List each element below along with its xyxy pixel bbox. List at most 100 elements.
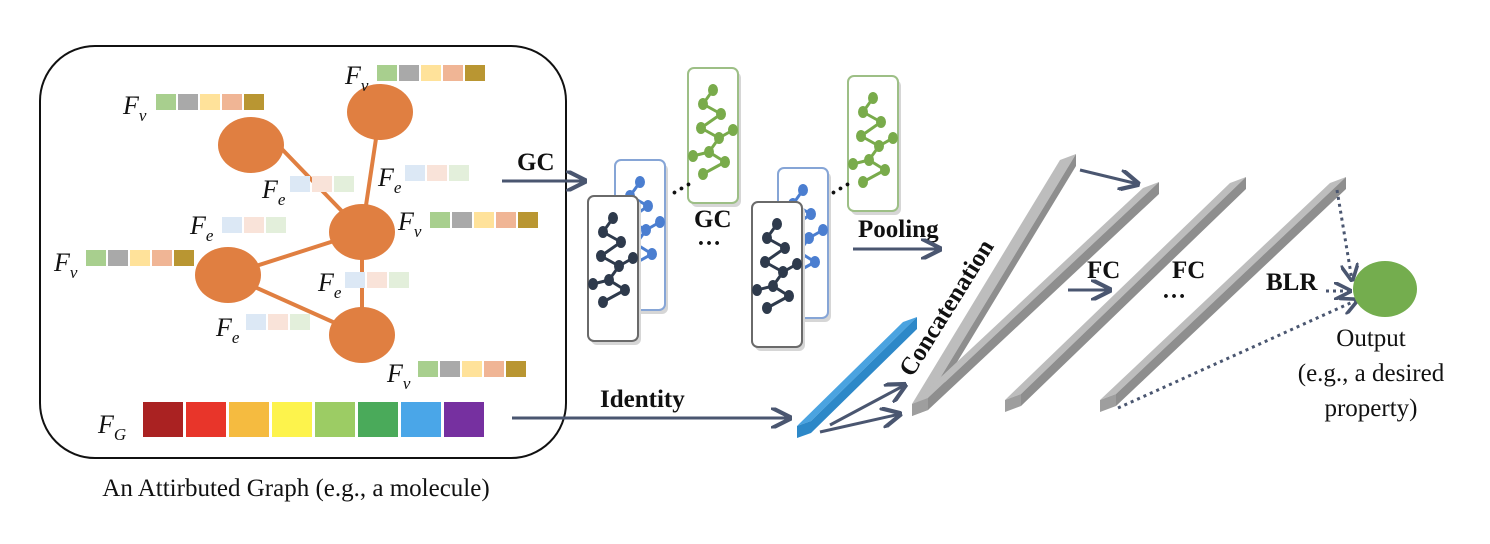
feature-cell	[465, 65, 485, 81]
graph-card	[587, 195, 641, 345]
fc-label-1: FC	[1087, 257, 1120, 284]
fc-layer-1	[1005, 177, 1246, 412]
feature-cell	[244, 217, 264, 233]
feature-cell	[312, 176, 332, 192]
feature-cell	[152, 250, 172, 266]
edge-feature-vector	[405, 165, 469, 181]
graph-feature-vector	[143, 402, 484, 437]
graph-feature-cell	[401, 402, 441, 437]
edge-feature-label: Fe	[189, 211, 214, 245]
edge-feature-label: Fe	[317, 268, 342, 302]
pooling-label: Pooling	[858, 216, 939, 243]
blr-arrow-bottom	[1117, 300, 1357, 410]
node-feature-label: Fv	[344, 61, 369, 95]
feature-cell	[443, 65, 463, 81]
edge-feature-vector	[222, 217, 286, 233]
feature-cell	[405, 165, 425, 181]
feature-cell	[222, 217, 242, 233]
feature-cell	[367, 272, 387, 288]
graph-card	[687, 67, 741, 207]
feature-cell	[421, 65, 441, 81]
feature-cell	[377, 65, 397, 81]
concat-to-fc-arrow	[1079, 168, 1138, 184]
feature-cell	[222, 94, 242, 110]
feature-cell	[86, 250, 106, 266]
edge-feature-label: Fe	[377, 163, 402, 197]
feature-cell	[334, 176, 354, 192]
graph-node	[329, 307, 395, 363]
feature-cell	[496, 212, 516, 228]
feature-cell	[474, 212, 494, 228]
node-feature-label: Fv	[122, 91, 147, 125]
graph-node	[218, 117, 284, 173]
edge-feature-vector	[290, 176, 354, 192]
feature-cell	[345, 272, 365, 288]
feature-cell	[290, 176, 310, 192]
feature-cell	[389, 272, 409, 288]
graph-feature-cell	[272, 402, 312, 437]
gc-label-1: GC	[517, 149, 555, 176]
feature-cell	[178, 94, 198, 110]
node-feature-label: Fv	[397, 207, 422, 241]
feature-cell	[290, 314, 310, 330]
graph-box	[39, 45, 567, 459]
identity-feature-bar	[797, 317, 917, 438]
identity-label: Identity	[600, 386, 685, 413]
feature-cell	[130, 250, 150, 266]
output-label-3: property)	[1324, 395, 1417, 422]
feature-cell	[174, 250, 194, 266]
node-feature-label: Fv	[53, 248, 78, 282]
node-feature-vector	[418, 361, 526, 377]
feature-cell	[244, 94, 264, 110]
pool-to-blue-arrow	[829, 385, 905, 427]
edge-feature-vector	[345, 272, 409, 288]
feature-cell	[156, 94, 176, 110]
node-feature-vector	[430, 212, 538, 228]
feature-cell	[462, 361, 482, 377]
output-node	[1353, 261, 1417, 317]
output-label-2: (e.g., a desired	[1298, 360, 1445, 387]
graph-feature-cell	[444, 402, 484, 437]
feature-cell	[484, 361, 504, 377]
graph-card	[751, 201, 805, 351]
blr-label: BLR	[1266, 269, 1318, 296]
ellipsis-4: …	[1162, 278, 1186, 304]
graph-node	[195, 247, 261, 303]
graph-feature-cell	[229, 402, 269, 437]
feature-cell	[200, 94, 220, 110]
blue-to-concat-arrow	[819, 414, 900, 434]
feature-cell	[440, 361, 460, 377]
node-feature-label: Fv	[386, 359, 411, 393]
feature-cell	[108, 250, 128, 266]
node-feature-vector	[156, 94, 264, 110]
feature-cell	[266, 217, 286, 233]
fc-label-2: FC	[1172, 257, 1205, 284]
output-label-1: Output	[1336, 325, 1406, 352]
feature-cell	[246, 314, 266, 330]
feature-cell	[427, 165, 447, 181]
graph-feature-cell	[315, 402, 355, 437]
fc-layer-2	[1100, 177, 1346, 412]
concat-layer	[912, 182, 1159, 416]
feature-cell	[518, 212, 538, 228]
graph-feature-cell	[143, 402, 183, 437]
graph-caption: An Attirbuted Graph (e.g., a molecule)	[102, 475, 489, 502]
ellipsis-1: …	[697, 225, 721, 251]
gc-label-2: GC	[694, 206, 732, 233]
node-feature-vector	[86, 250, 194, 266]
feature-cell	[268, 314, 288, 330]
graph-card	[847, 75, 901, 215]
graph-node	[347, 84, 413, 140]
graph-nodes	[195, 84, 413, 363]
feature-cell	[452, 212, 472, 228]
graph-feature-cell	[358, 402, 398, 437]
edge-feature-label: Fe	[215, 313, 240, 347]
dense-layers	[797, 154, 1346, 438]
feature-cell	[449, 165, 469, 181]
edge-feature-vector	[246, 314, 310, 330]
graph-feature-label: FG	[97, 410, 126, 444]
feature-cell	[399, 65, 419, 81]
blr-arrow-top	[1335, 189, 1352, 280]
